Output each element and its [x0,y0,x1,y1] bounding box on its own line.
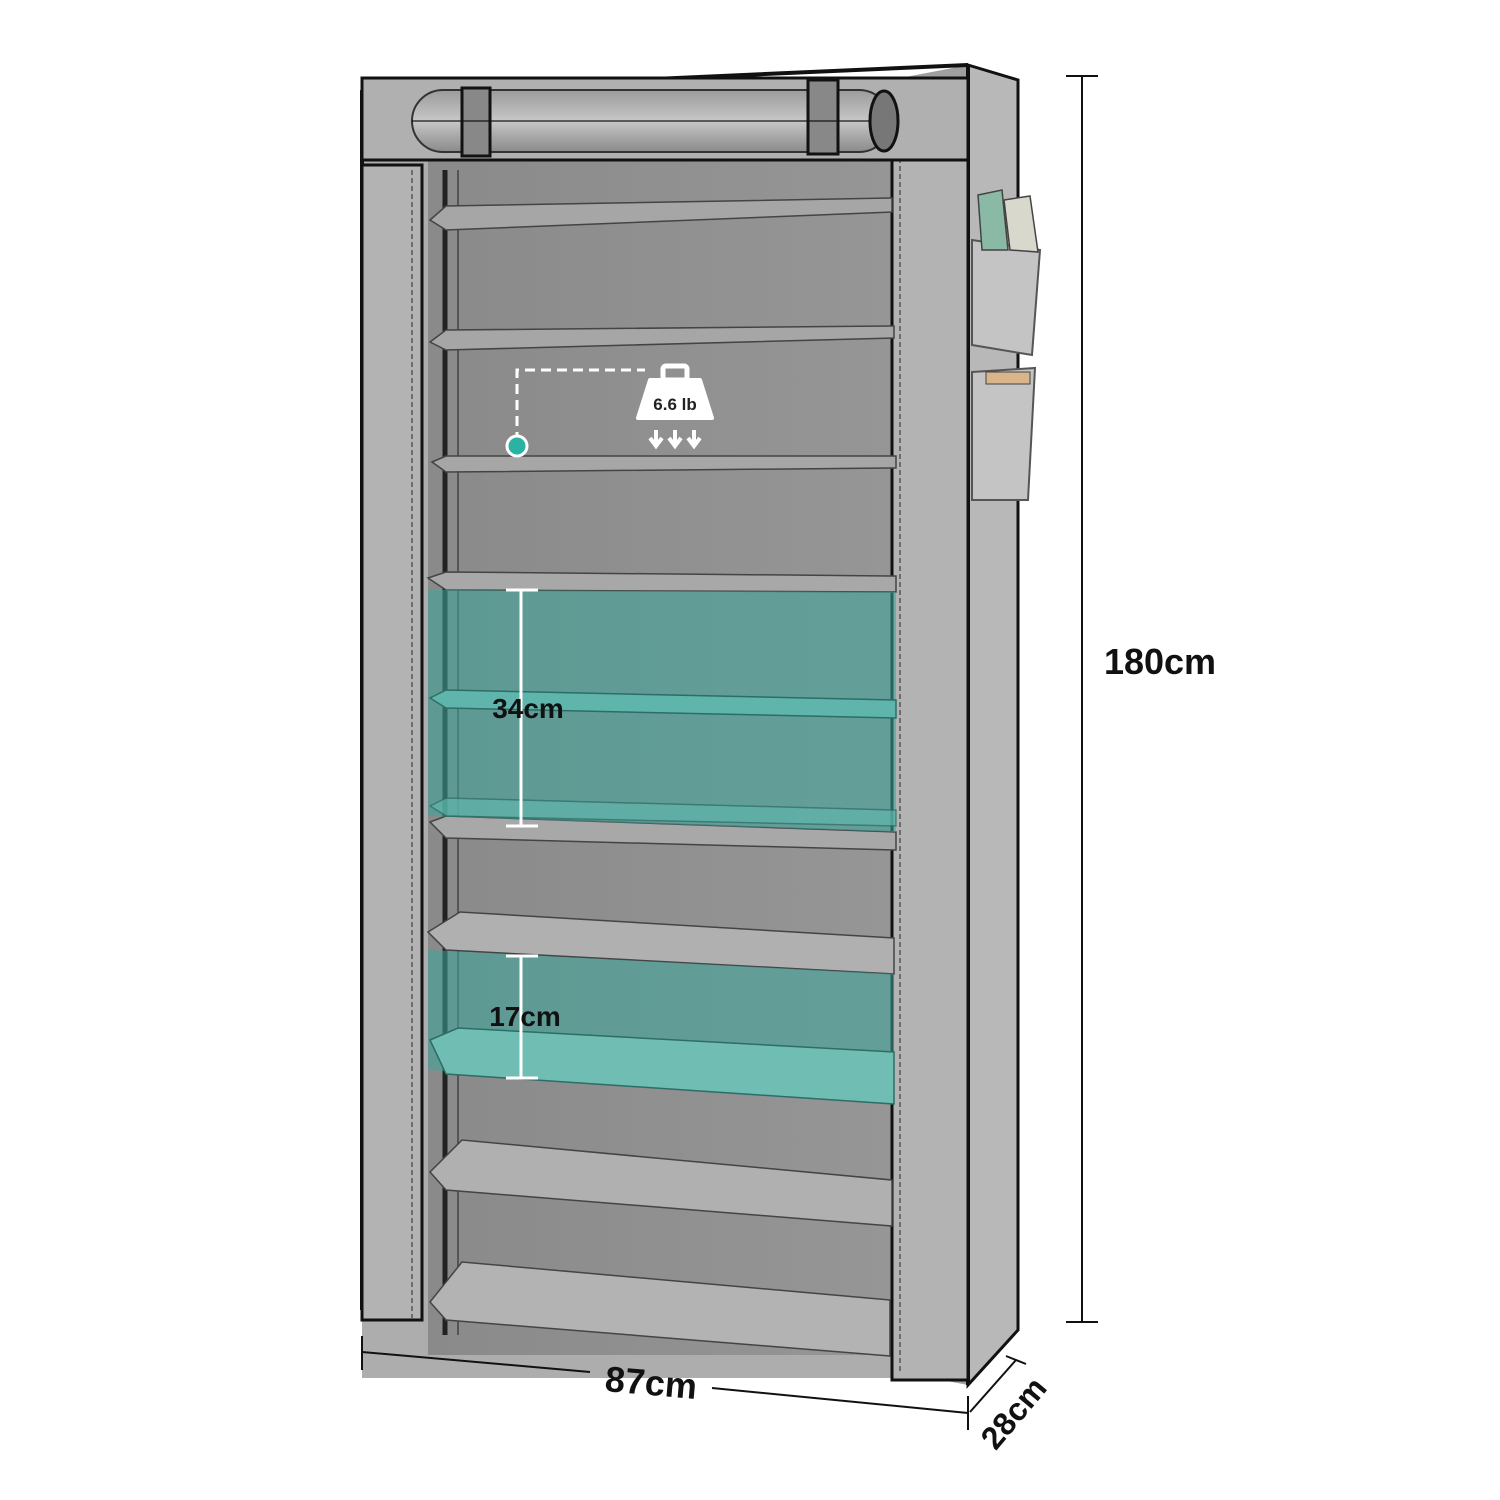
shelf [430,455,897,473]
load-indicator: 6.6 lb [505,363,714,458]
shelf [426,571,897,593]
shelf [426,911,895,975]
rolled-cover [360,76,970,162]
shelf [428,325,895,351]
weight-icon [636,363,714,450]
right-flap [890,148,970,1382]
tall-tier-marker: 34cm [492,588,564,828]
short-tier-height-label: 17cm [489,1001,561,1032]
shelves [426,197,897,1357]
load-capacity-label: 6.6 lb [653,395,696,414]
tall-tier-height-label: 34cm [492,693,564,724]
width-label: 87cm [603,1358,698,1407]
shelf [429,1261,891,1357]
shelf [428,197,893,231]
short-tier-marker: 17cm [489,954,561,1080]
side-pocket [971,189,1042,501]
shelf [428,1139,893,1227]
height-dimension: 180cm [1066,75,1216,1323]
width-dimension: 87cm [361,1336,969,1430]
depth-label: 28cm [973,1370,1053,1456]
height-label: 180cm [1104,641,1216,682]
short-tier-highlight [428,950,895,1105]
load-point-dot [505,434,529,458]
shelf [428,815,897,851]
left-flap [360,163,424,1322]
tall-tier-highlight [428,590,897,832]
